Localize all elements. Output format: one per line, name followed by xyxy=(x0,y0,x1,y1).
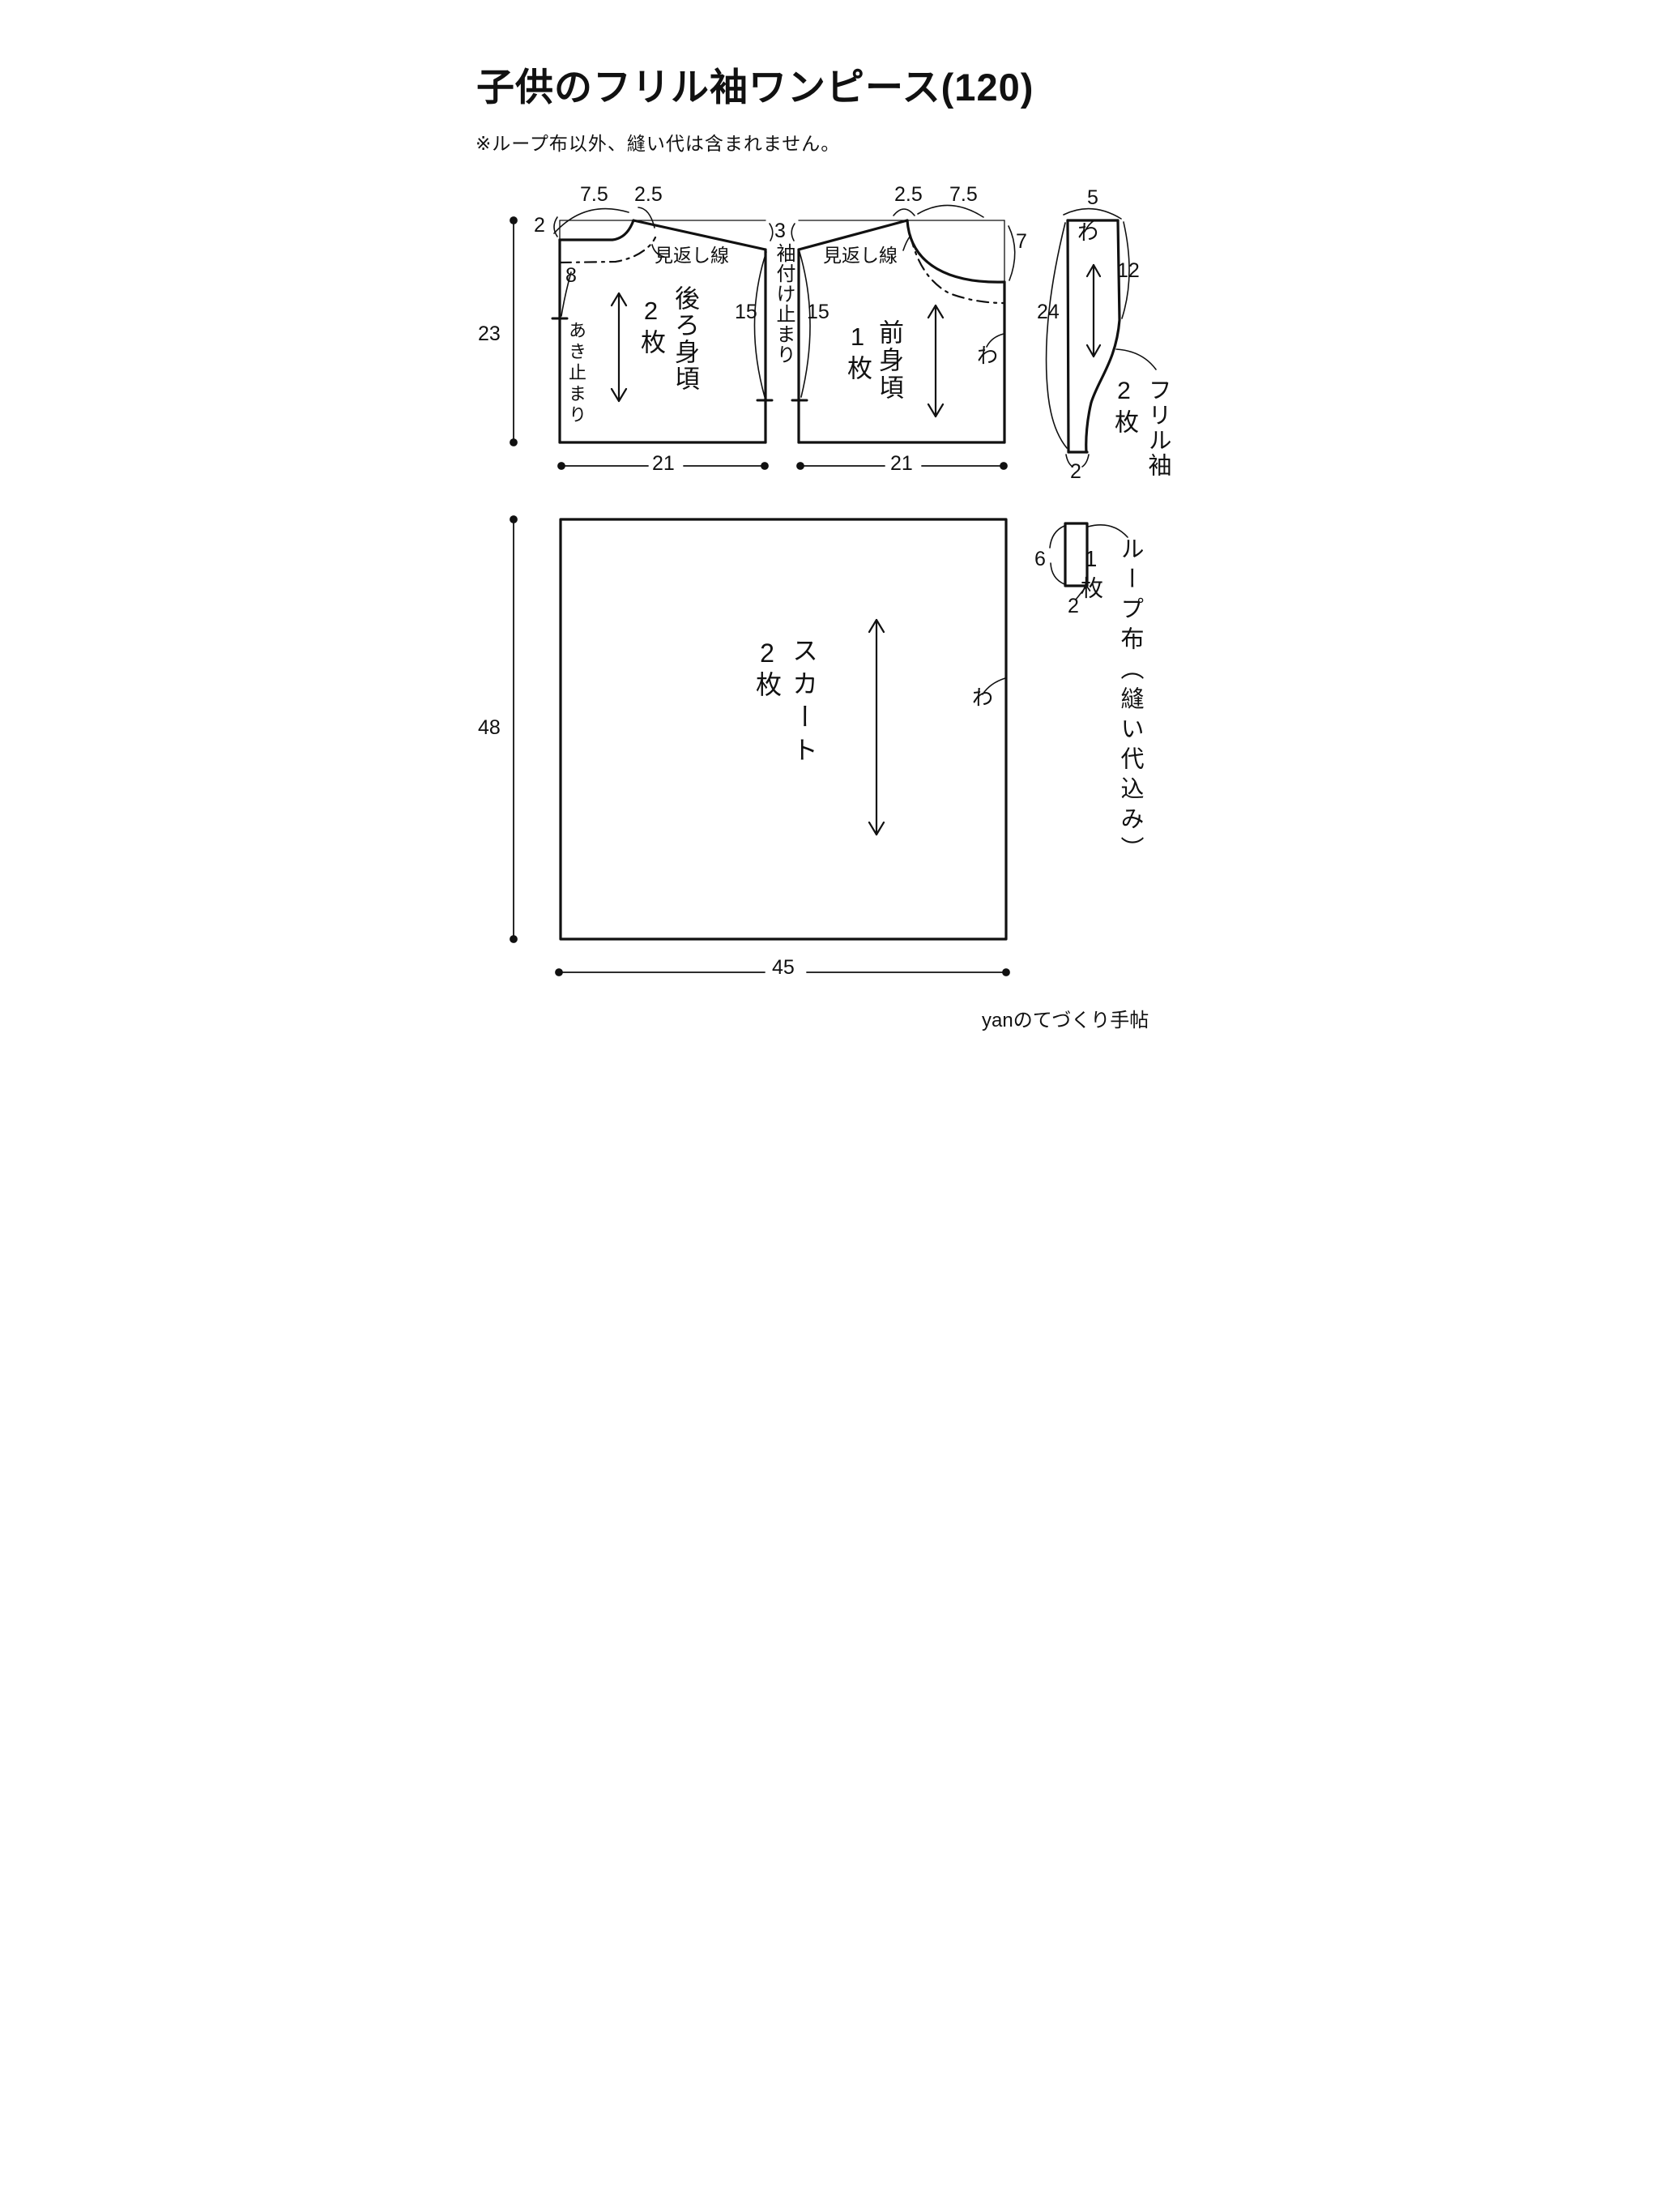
front-bodice-outline xyxy=(791,204,1016,444)
loop-name-pointer xyxy=(1087,524,1128,538)
dim-back-neck-drop: 2 xyxy=(534,214,545,237)
back-opening-stop-label: あき止まり xyxy=(566,321,586,426)
front-neck-drop-arc xyxy=(1008,225,1016,281)
front-facing-line xyxy=(909,234,1006,305)
back-piece-count: 2枚 xyxy=(637,297,665,358)
dim-shoulder-gap: 3 xyxy=(774,220,786,242)
dimension-lines xyxy=(510,216,1010,976)
back-armhole-bracket xyxy=(753,251,767,398)
sleeve-fold-pointer xyxy=(1084,220,1095,233)
dim-loop-width: 2 xyxy=(1068,595,1079,617)
loop-piece-count: 1枚 xyxy=(1078,546,1103,604)
sleeve-piece-name: フリル袖 xyxy=(1145,378,1171,478)
back-neck-drop-arc xyxy=(553,216,558,237)
loop-height-arc-top xyxy=(1049,525,1065,549)
sleeve-piece-count: 2枚 xyxy=(1111,378,1137,438)
skirt-grain-arrow xyxy=(868,618,885,836)
sleeve-side-edge xyxy=(1085,219,1121,454)
dim-front-shoulder-width: 2.5 xyxy=(894,183,923,206)
loop-fabric-outline xyxy=(1049,522,1128,600)
loop-width-tick xyxy=(1075,587,1086,600)
front-piece-count: 1枚 xyxy=(843,322,872,384)
dim-sleeve-top-width: 5 xyxy=(1087,186,1098,209)
front-fold-pointer xyxy=(986,333,1004,348)
dim-back-width: 21 xyxy=(652,452,675,475)
seam-allowance-note: ※ループ布以外、縫い代は含まれません。 xyxy=(476,133,841,154)
sleeve-hem-arc-right xyxy=(1081,454,1090,468)
back-shoulder-line xyxy=(632,219,767,251)
dim-front-neck-width: 7.5 xyxy=(949,183,978,206)
dim-back-opening-length: 8 xyxy=(565,264,577,287)
back-facing-pointer xyxy=(651,244,665,258)
sleeve-name-pointer xyxy=(1115,348,1157,370)
sewing-pattern-sheet: 子供のフリル袖ワンピース(120) ※ループ布以外、縫い代は含まれません。 ya… xyxy=(415,0,1244,1106)
dim-back-shoulder-width: 2.5 xyxy=(634,183,663,206)
sleeve-stop-label: 袖付け止まり xyxy=(773,243,795,365)
skirt-outline xyxy=(559,518,1008,941)
back-shoulder-width-arc xyxy=(638,207,655,228)
dim-back-height: 23 xyxy=(478,322,501,345)
back-bodice-outline xyxy=(551,207,774,444)
front-armhole-bracket xyxy=(799,251,811,398)
dim-sleeve-side-length: 12 xyxy=(1117,259,1140,282)
sleeve-side-arc xyxy=(1121,221,1130,319)
dim-sleeve-hem-width: 2 xyxy=(1070,460,1081,483)
front-shoulder-width-arc xyxy=(893,208,915,216)
sleeve-top-arc xyxy=(1063,207,1122,220)
front-fold-label: わ xyxy=(977,344,999,368)
page-title: 子供のフリル袖ワンピース(120) xyxy=(476,66,1034,109)
shoulder-gap-arcs xyxy=(769,223,795,241)
skirt-fold-label: わ xyxy=(972,685,994,710)
front-grain-arrow xyxy=(927,304,945,418)
back-grain-arrow xyxy=(610,292,628,403)
sleeve-length-arc xyxy=(1045,222,1068,449)
dim-back-armhole-depth: 15 xyxy=(735,301,757,323)
dim-skirt-width: 45 xyxy=(772,956,795,979)
loop-height-arc-bottom xyxy=(1050,562,1065,585)
sleeve-fold-label: わ xyxy=(1077,220,1099,245)
credit-text: yanのてづくり手帖 xyxy=(982,1010,1149,1031)
front-piece-name: 前身頃 xyxy=(875,319,903,402)
sleeve-grain-arrow xyxy=(1085,263,1102,358)
front-neck-width-arc xyxy=(917,204,984,218)
dim-front-width: 21 xyxy=(890,452,913,475)
back-neck-width-arc xyxy=(553,207,629,234)
dim-front-armhole-depth: 15 xyxy=(807,301,830,323)
back-opening-pointer xyxy=(561,271,572,317)
front-facing-pointer xyxy=(902,235,911,251)
back-facing-line xyxy=(558,236,657,264)
back-facing-line-label: 見返し線 xyxy=(655,245,729,266)
front-neckline xyxy=(906,219,1006,284)
dim-skirt-height: 48 xyxy=(478,716,501,739)
dim-back-neck-width: 7.5 xyxy=(580,183,608,206)
skirt-piece-count: 2枚 xyxy=(753,638,782,700)
sleeve-hem-arc-left xyxy=(1065,454,1073,468)
back-neckline xyxy=(558,219,635,241)
skirt-fold-pointer xyxy=(982,677,1006,695)
dim-sleeve-length: 24 xyxy=(1037,301,1060,323)
dim-front-neck-drop: 7 xyxy=(1016,230,1027,253)
pattern-diagram xyxy=(510,204,1157,976)
front-shoulder-line xyxy=(797,219,909,251)
back-piece-name: 後ろ身頃 xyxy=(671,285,699,392)
loop-piece-name: ループ布（縫い代込み） xyxy=(1117,536,1143,866)
skirt-piece-name: スカート xyxy=(789,637,818,770)
dim-loop-height: 6 xyxy=(1034,548,1046,570)
sleeve-outline xyxy=(1045,207,1157,468)
front-facing-line-label: 見返し線 xyxy=(823,245,898,266)
